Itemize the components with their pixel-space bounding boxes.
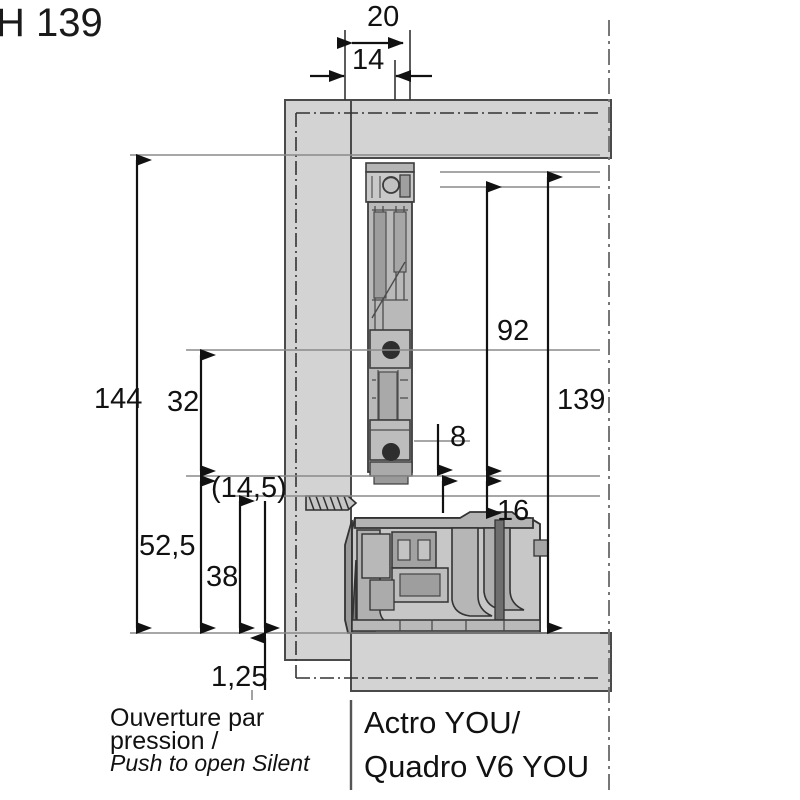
caption-right-line1: Actro YOU/ — [364, 705, 521, 740]
caption-left-line1: Ouverture par — [110, 704, 265, 732]
dimension-label-92: 92 — [497, 315, 530, 347]
dimension-label-20: 20 — [367, 1, 400, 33]
dimension-line-16 — [441, 475, 502, 519]
dimension-label-139: 139 — [557, 384, 606, 416]
dimension-label-38: 38 — [206, 561, 239, 593]
dimension-label-52-5: 52,5 — [139, 530, 196, 562]
caption-left-line3: Push to open Silent — [110, 750, 310, 776]
cabinet-side-panel — [284, 99, 352, 661]
dimension-label-14-5: (14,5) — [211, 472, 287, 504]
mounting-screw — [305, 495, 358, 511]
dimension-label-144: 144 — [94, 383, 143, 415]
dimension-label-14: 14 — [352, 44, 385, 76]
dimension-label-1-25: 1,25 — [211, 661, 268, 693]
bottom-latch-mechanism — [344, 511, 549, 634]
dimension-label-32: 32 — [167, 386, 200, 418]
drawer-runner-assembly — [365, 162, 415, 485]
witness-lines — [130, 154, 600, 700]
dimension-label-16: 16 — [497, 495, 530, 527]
caption-right-line2: Quadro V6 YOU — [364, 749, 590, 784]
page-title: H 139 — [0, 1, 103, 45]
dimension-label-8: 8 — [450, 421, 467, 453]
caption-left-line2: pression / — [110, 727, 219, 755]
drawer-bottom-panel — [350, 632, 612, 692]
cabinet-top-panel — [350, 99, 612, 159]
hidden-edge-lines — [295, 112, 600, 679]
